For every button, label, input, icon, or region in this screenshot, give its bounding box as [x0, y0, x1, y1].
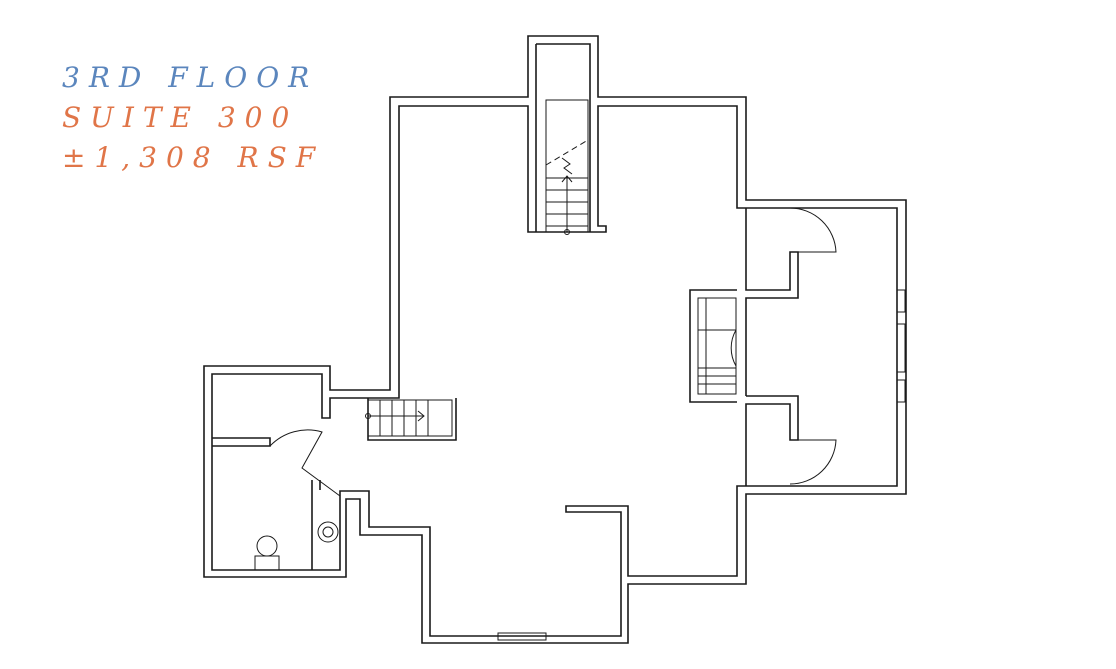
- bottom-window: [497, 632, 547, 641]
- restroom: [212, 429, 341, 571]
- floor-label: 3RD FLOOR: [62, 61, 319, 94]
- right-rooms: [689, 207, 906, 486]
- plan-title-block: 3RD FLOOR SUITE 300 ±1,308 RSF: [62, 58, 324, 178]
- exterior-wall: [203, 35, 907, 644]
- top-stairwell: [535, 43, 591, 235]
- area-label: ±1,308 RSF: [62, 141, 325, 174]
- middle-stair: [365, 398, 457, 441]
- suite-label: SUITE 300: [62, 101, 299, 134]
